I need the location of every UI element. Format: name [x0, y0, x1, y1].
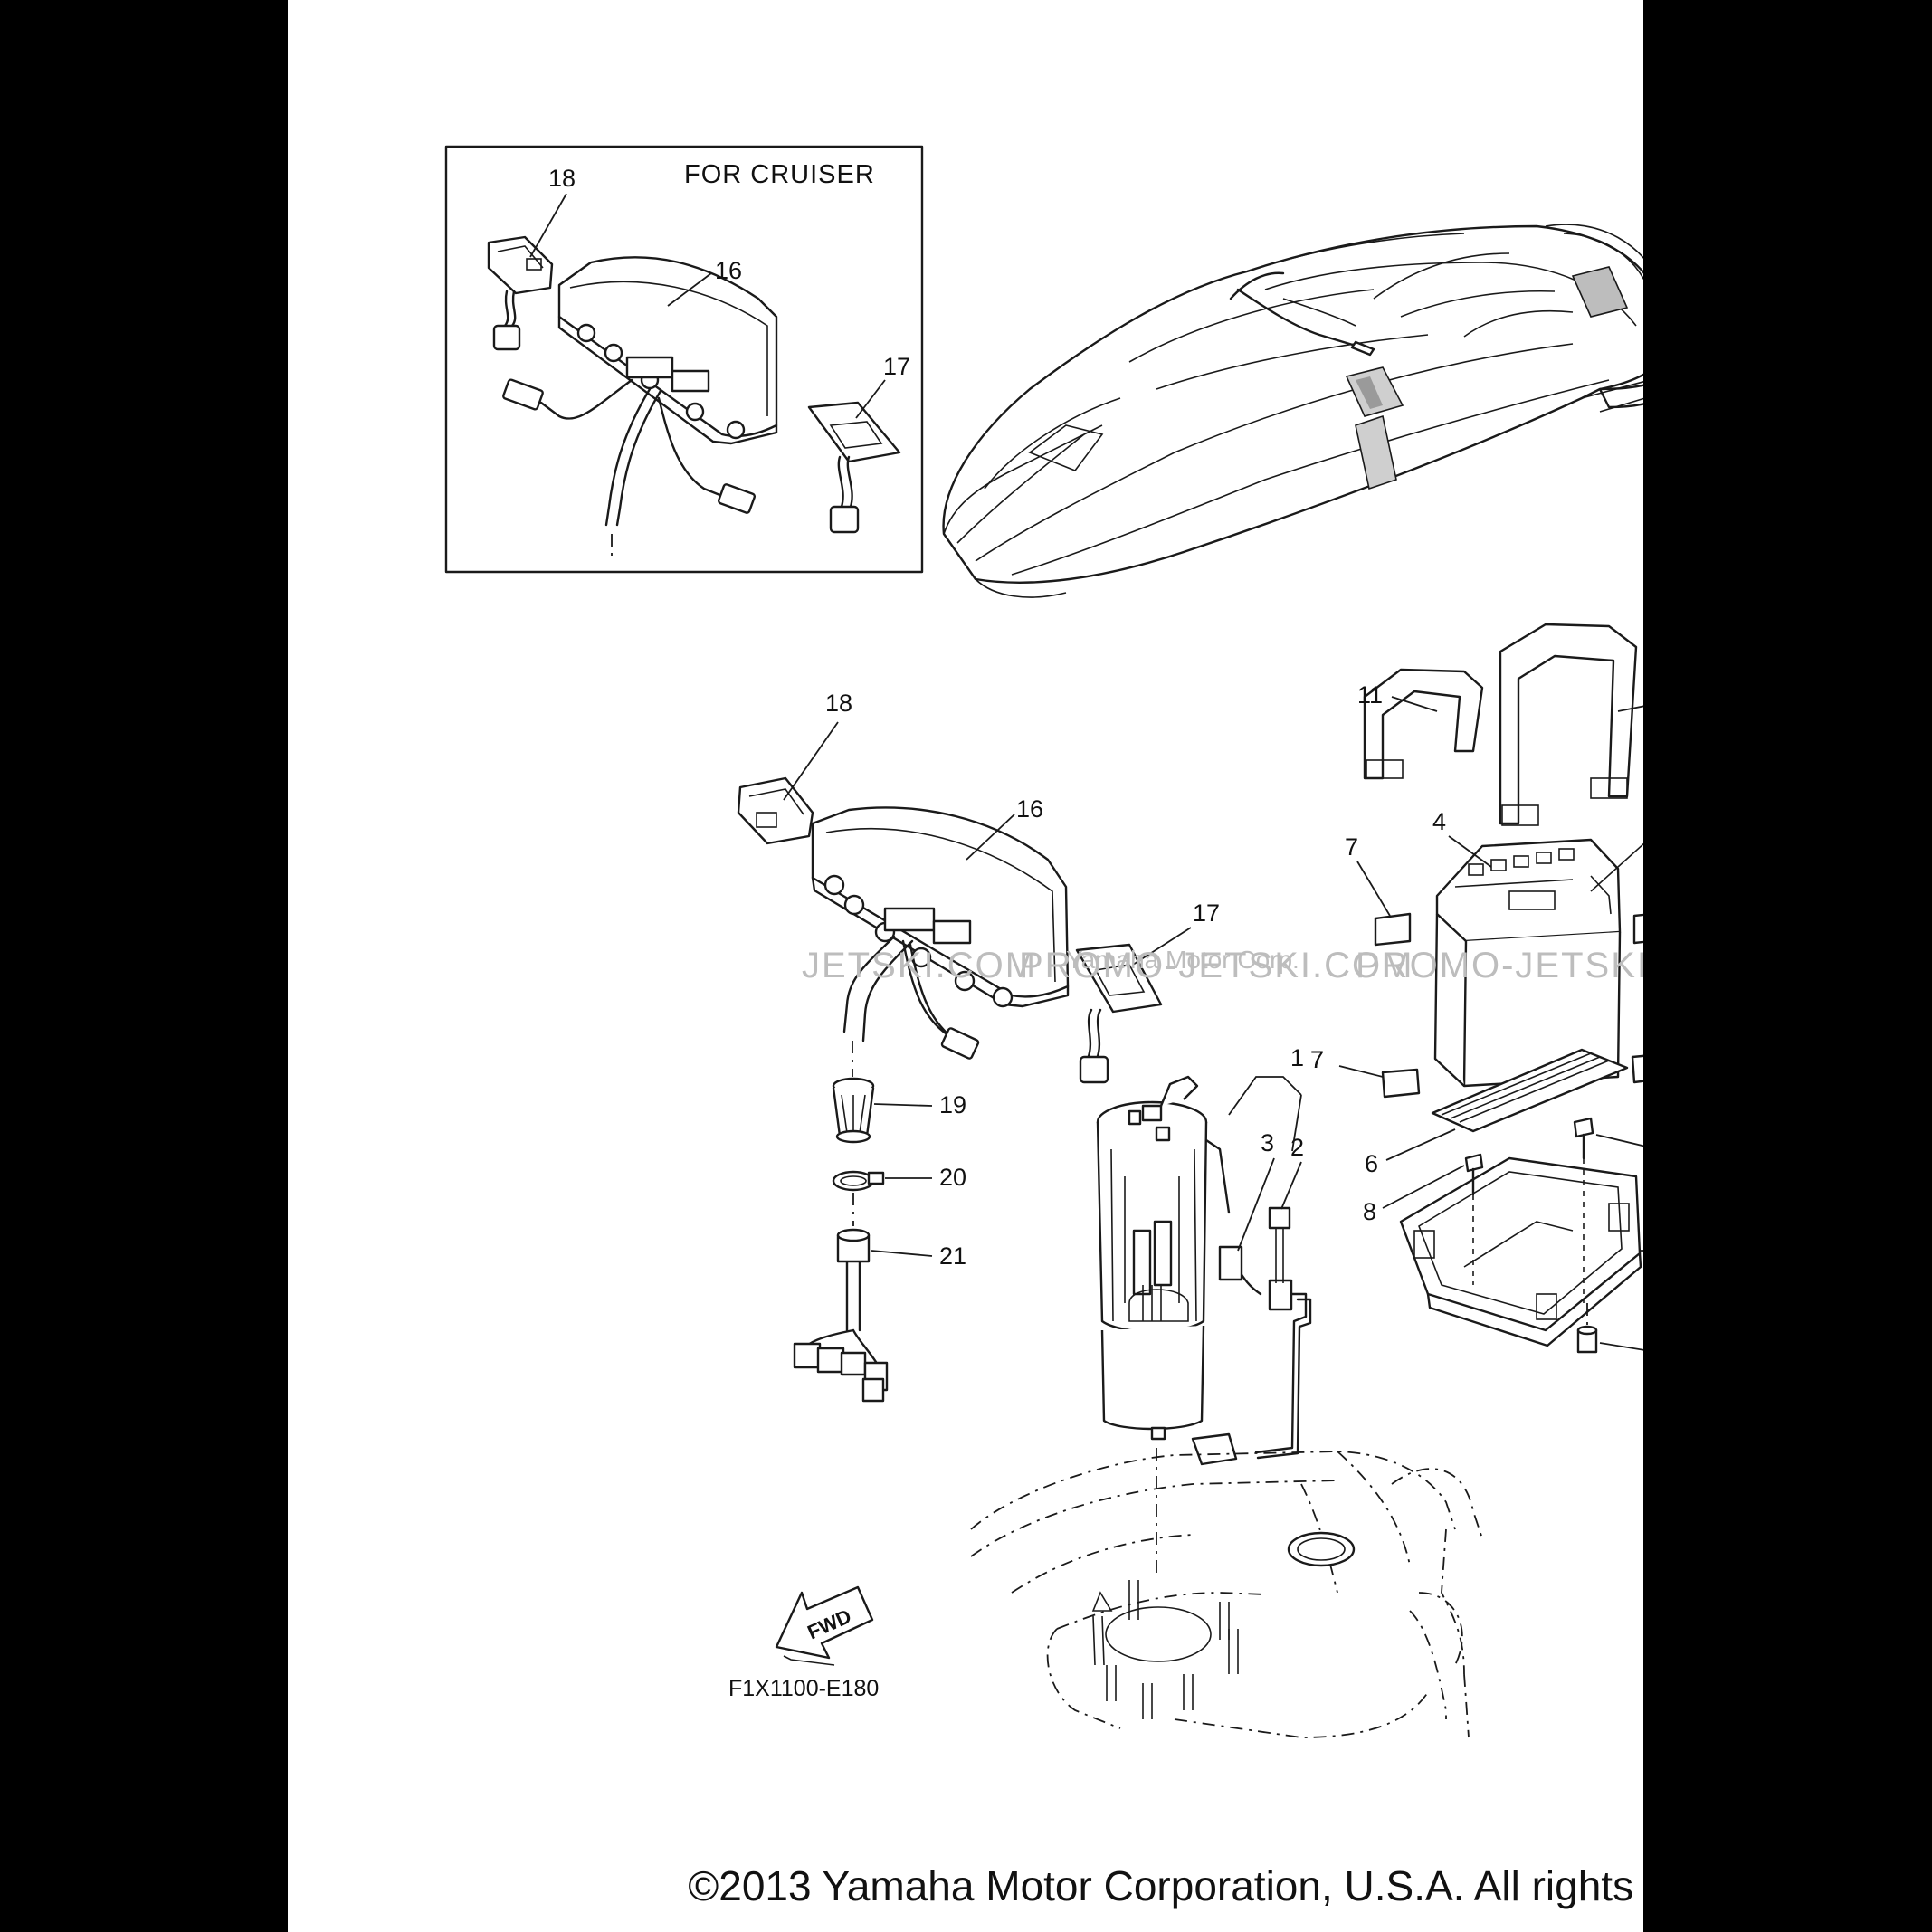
strap-11-right — [1499, 623, 1638, 826]
fwd-arrow: FWD — [775, 1585, 874, 1666]
connector-2 — [1268, 1206, 1291, 1230]
callout-11-left: 11 — [1357, 681, 1383, 709]
diagram-code: F1X1100-E180 — [728, 1676, 879, 1701]
watermark-center: PROMO-JETSKI.COM — [1019, 946, 1413, 985]
cap-21 — [836, 1228, 871, 1263]
battery-4 — [1433, 838, 1643, 1088]
callout-18-inset: 18 — [548, 165, 576, 192]
inset-frame — [444, 145, 924, 574]
watermark-right: PROMO-JETSKI.COM — [1356, 946, 1643, 985]
watermark-left: JETSKI.COM — [802, 946, 1037, 985]
meter-assembly-16 — [811, 806, 1070, 1077]
fuel-pump-1 — [1096, 1075, 1231, 1441]
pad-7-lower-right — [1631, 1054, 1643, 1084]
pump-plug — [1191, 1432, 1238, 1466]
callout-1: 1 — [1290, 1044, 1304, 1071]
callout-18: 18 — [825, 690, 852, 717]
inset-switch-18 — [487, 235, 554, 351]
sub-harness-connectors — [793, 1328, 889, 1403]
callout-3: 3 — [1261, 1129, 1274, 1156]
bolt-9 — [1573, 1117, 1594, 1160]
clamp-20 — [832, 1170, 885, 1192]
switch-18 — [737, 776, 814, 845]
nut-10 — [1576, 1325, 1598, 1354]
meter-harness — [842, 935, 896, 1033]
inset-harness-branch — [539, 378, 633, 420]
callout-7-a: 7 — [1345, 833, 1358, 861]
callout-19: 19 — [939, 1091, 966, 1118]
mat-6 — [1431, 1048, 1629, 1133]
inset-meter-16 — [557, 256, 778, 445]
callout-7-top: 7 — [1310, 1046, 1324, 1073]
sub-harness — [845, 1261, 861, 1332]
exploded-parts-diagram: FOR CRUISER — [444, 145, 1643, 1909]
inset-title: FOR CRUISER — [684, 160, 875, 189]
inset-connector — [502, 378, 544, 411]
inset-harness-main — [604, 387, 652, 527]
pad-7-right — [1632, 913, 1643, 945]
inset-connector-2 — [717, 483, 757, 514]
cruiser-inset: FOR CRUISER — [444, 145, 924, 574]
watercraft-illustration — [942, 224, 1643, 598]
battery-box-5 — [1399, 1156, 1642, 1347]
callout-16: 16 — [1016, 795, 1043, 823]
bolt-8 — [1464, 1153, 1484, 1196]
pad-7-lower-left — [1381, 1068, 1421, 1099]
switch-17 — [1075, 943, 1163, 1084]
callout-17-inset: 17 — [883, 353, 910, 380]
callout-7-c: 7 — [1310, 1046, 1324, 1073]
callout-17-switch: 17 — [1193, 899, 1220, 927]
pump-connector — [1268, 1279, 1293, 1311]
callout-6: 6 — [1365, 1150, 1378, 1177]
callout-21: 21 — [939, 1242, 966, 1270]
callout-8: 8 — [1363, 1198, 1376, 1225]
watermark-center-small: Yamaha Motor Corp. — [1066, 946, 1299, 974]
callout-16-inset: 16 — [715, 257, 742, 284]
inset-switch-17 — [807, 401, 901, 534]
pump-bracket-3 — [1218, 1245, 1243, 1281]
pad-7-left — [1374, 912, 1412, 947]
grommet-19 — [832, 1077, 875, 1144]
copyright: ©2013 Yamaha Motor Corporation, U.S.A. A… — [688, 1862, 1643, 1909]
meter-connector — [940, 1027, 980, 1060]
fuel-tank-outline — [970, 1451, 1483, 1738]
callout-20: 20 — [939, 1164, 966, 1191]
callout-4: 4 — [1432, 808, 1446, 835]
watermark: JETSKI.COM PROMO-JETSKI.COM Yamaha Motor… — [802, 946, 1643, 985]
parts-diagram-page: FOR CRUISER — [288, 0, 1643, 1932]
